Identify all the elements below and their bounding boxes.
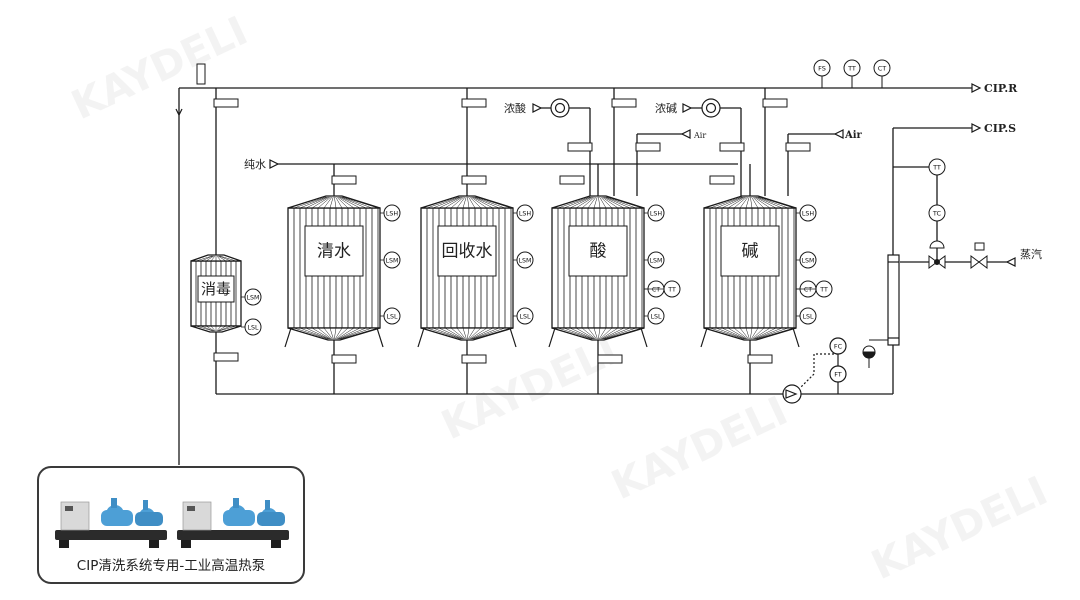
sensor-label: LSH: [519, 210, 532, 217]
control-valve-actuator-icon: [929, 240, 945, 249]
tank-label: 碱: [742, 242, 759, 262]
arrow-acid: [532, 103, 543, 113]
instrument-fc-label: FC: [834, 343, 843, 351]
sensor-lsl: [799, 307, 817, 325]
label-return: CIP.R: [984, 82, 1018, 95]
sensor-lsh: [516, 204, 534, 222]
label-conc-acid: 浓酸: [504, 101, 526, 115]
instrument-tc-label: TC: [932, 210, 942, 218]
sensor-label: LSM: [802, 257, 815, 264]
arrow-air-1: [680, 129, 691, 139]
tank-1: 消毒 LSM LSL: [190, 254, 262, 336]
label-supply: CIP.S: [984, 122, 1016, 135]
arrow-return: [971, 83, 982, 93]
steam-block-valve-icon: [970, 255, 988, 269]
instrument-ft-label: FT: [834, 371, 842, 379]
sensor-label: LSH: [386, 210, 399, 217]
label-air-1: Air: [693, 131, 706, 140]
watermark-text-1: KAYDELI: [65, 8, 255, 129]
sensor-label: TT: [667, 286, 676, 293]
arrow-air-2: [833, 129, 844, 139]
valves: [196, 63, 811, 364]
sensor-lsh: [799, 204, 817, 222]
sensor-lsm: [799, 251, 817, 269]
heat-exchanger: [887, 254, 900, 346]
sensor-label: LSL: [650, 313, 662, 320]
tank-2: 清水 LSH LSM LSL: [284, 195, 401, 348]
sensor-label: CT: [652, 286, 660, 293]
tank-3: 回收水 LSH LSM LSL: [417, 195, 534, 348]
sensor-lsh: [383, 204, 401, 222]
arrow-pure-water: [269, 159, 280, 169]
sensor-lsl: [647, 307, 665, 325]
sensor-lsm: [647, 251, 665, 269]
instrument-ft: [829, 365, 847, 383]
sensor-lsh: [647, 204, 665, 222]
sensor-lsm: [383, 251, 401, 269]
sensor-label: LSM: [247, 294, 260, 301]
arrow-supply: [971, 123, 982, 133]
arrow-alkali: [682, 103, 693, 113]
instrument-fs-label: FS: [818, 65, 826, 73]
instrument-fc: [829, 337, 847, 355]
sensor-label: LSM: [386, 257, 399, 264]
label-steam: 蒸汽: [1020, 247, 1042, 261]
sensor-label: LSL: [802, 313, 814, 320]
sensor-label: LSL: [519, 313, 531, 320]
tank-label: 清水: [317, 242, 351, 262]
label-pure-water: 纯水: [244, 158, 266, 171]
instrument-ct-return: [873, 59, 891, 77]
tank-5: 碱 LSH LSM CT TT LSL: [700, 195, 833, 348]
instrument-tt-return-label: TT: [847, 65, 856, 73]
sensor-label: LSM: [650, 257, 663, 264]
tanks: 消毒 LSM LSL 清水 LSH LSM LSL 回收水 LSH LSM LSL 酸 LSH LSM CT…: [190, 195, 833, 348]
sensor-label: LSH: [650, 210, 663, 217]
tank-4: 酸 LSH LSM CT TT LSL: [548, 195, 681, 348]
sensor-lsm: [244, 288, 262, 306]
watermark-text-3: KAYDELI: [605, 388, 795, 509]
label-conc-alkali: 浓碱: [655, 102, 677, 115]
watermark-text-4: KAYDELI: [865, 468, 1055, 589]
arrow-steam: [1005, 257, 1016, 267]
sensor-lsl: [516, 307, 534, 325]
sensor-label: CT: [804, 286, 812, 293]
sensor-tt: [815, 280, 833, 298]
down-arrow: [175, 108, 183, 117]
instrument-ct-return-label: CT: [878, 65, 887, 73]
heat-pump-panel: CIP清洗系统专用-工业高温热泵: [37, 466, 305, 584]
sensor-label: LSM: [519, 257, 532, 264]
heat-pump-unit-2: [175, 496, 293, 551]
instrument-tt-return: [843, 59, 861, 77]
sensor-label: LSL: [247, 324, 259, 331]
tank-label: 酸: [590, 242, 607, 262]
sensor-tt: [663, 280, 681, 298]
label-air-2: Air: [844, 130, 863, 141]
sensor-lsm: [516, 251, 534, 269]
sensor-lsl: [244, 318, 262, 336]
sensor-label: LSL: [386, 313, 398, 320]
tank-label: 消毒: [201, 280, 231, 298]
sensor-label: LSH: [802, 210, 815, 217]
tank-label: 回收水: [442, 242, 493, 262]
instrument-fs: [813, 59, 831, 77]
instrument-tt-supply-label: TT: [932, 164, 941, 172]
heat-pump-caption: CIP清洗系统专用-工业高温热泵: [76, 558, 266, 574]
heat-pump-unit-1: [53, 496, 171, 551]
watermark-text-2: KAYDELI: [435, 328, 625, 449]
sensor-label: TT: [819, 286, 828, 293]
sensor-lsl: [383, 307, 401, 325]
